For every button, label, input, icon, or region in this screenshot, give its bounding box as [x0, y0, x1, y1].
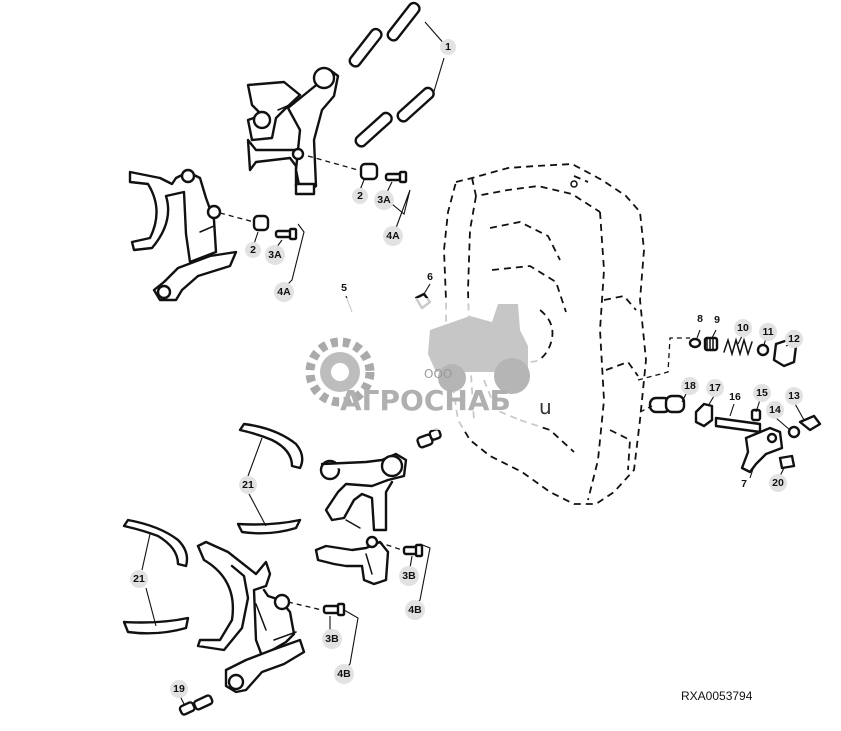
reference-code: RXA0053794	[681, 689, 753, 703]
svg-text:6: 6	[427, 271, 433, 283]
callout-16: 16	[729, 391, 741, 403]
bushing-2-upper	[359, 162, 379, 181]
shift-lever-assembly	[648, 393, 822, 479]
svg-text:12: 12	[788, 333, 800, 345]
pin-lower	[416, 428, 442, 449]
callout-12: 12	[785, 330, 803, 348]
watermark-prefix: ООО	[424, 367, 452, 381]
callout-18: 18	[681, 377, 699, 395]
callout-4a: 4A	[383, 226, 403, 246]
callout-5: 5	[341, 282, 347, 294]
svg-text:19: 19	[173, 683, 185, 695]
callout-1: 1	[440, 39, 456, 55]
bolt-3a-upper	[384, 170, 408, 184]
callout-4b: 4B	[334, 664, 354, 684]
callout-3a: 3A	[374, 190, 394, 210]
callout-2: 2	[352, 188, 368, 204]
callout-9: 9	[714, 314, 720, 326]
svg-text:4A: 4A	[277, 286, 291, 298]
bolt-3a-lower	[274, 227, 298, 241]
left-lower-shift-fork	[196, 540, 306, 694]
watermark-company-name: АГРОСНАБ	[340, 384, 511, 417]
svg-text:9: 9	[714, 314, 720, 326]
svg-text:21: 21	[242, 479, 254, 491]
right-lower-shift-fork	[314, 452, 408, 586]
agrosnab-watermark: ООО АГРОСНАБ u	[304, 298, 552, 430]
svg-text:16: 16	[729, 391, 741, 403]
svg-text:3A: 3A	[377, 194, 391, 206]
svg-text:2: 2	[250, 244, 256, 256]
callout-4b: 4B	[405, 600, 425, 620]
svg-text:10: 10	[737, 322, 749, 334]
svg-text:2: 2	[357, 190, 363, 202]
callout-2: 2	[245, 242, 261, 258]
callout-3a: 3A	[265, 245, 285, 265]
callout-11: 11	[759, 323, 777, 341]
svg-text:15: 15	[756, 387, 768, 399]
callout-3b: 3B	[399, 566, 419, 586]
svg-text:3B: 3B	[402, 570, 416, 582]
tractor-silhouette-icon	[428, 304, 530, 394]
svg-text:21: 21	[133, 573, 145, 585]
bolt-3b-upper	[402, 543, 424, 558]
svg-text:14: 14	[769, 404, 781, 416]
svg-text:4A: 4A	[386, 230, 400, 242]
svg-text:4B: 4B	[337, 668, 351, 680]
svg-text:20: 20	[772, 477, 784, 489]
wear-pad-lower	[122, 518, 190, 635]
svg-text:3B: 3B	[325, 633, 339, 645]
bushing-2-lower	[252, 214, 270, 232]
svg-text:18: 18	[684, 380, 696, 392]
watermark-suffix: u	[539, 395, 552, 419]
upper-shift-fork	[246, 66, 340, 196]
gear-logo-icon	[305, 337, 375, 407]
callout-14: 14	[766, 401, 784, 419]
callout-15: 15	[753, 384, 771, 402]
callout-19: 19	[170, 680, 188, 698]
callout-20: 20	[769, 474, 787, 492]
shift-rails	[348, 1, 447, 148]
svg-text:17: 17	[709, 382, 721, 394]
callout-17: 17	[706, 379, 724, 397]
callout-21: 21	[239, 476, 257, 494]
svg-text:7: 7	[741, 478, 747, 490]
callout-4a: 4A	[274, 282, 294, 302]
middle-shift-fork	[128, 168, 238, 302]
wear-pad-upper	[236, 422, 304, 535]
svg-text:11: 11	[762, 326, 773, 338]
callout-13: 13	[785, 387, 803, 405]
svg-text:13: 13	[788, 390, 800, 402]
callout-7: 7	[741, 478, 747, 490]
callout-10: 10	[734, 319, 752, 337]
callout-8: 8	[697, 313, 703, 325]
callout-6: 6	[427, 271, 433, 283]
bolt-3b-lower	[322, 602, 346, 617]
dowel-pins-19	[178, 694, 214, 716]
svg-text:4B: 4B	[408, 604, 422, 616]
svg-text:1: 1	[445, 41, 451, 53]
svg-text:5: 5	[341, 282, 347, 294]
svg-text:8: 8	[697, 313, 703, 325]
svg-text:3A: 3A	[268, 249, 282, 261]
callout-21: 21	[130, 570, 148, 588]
callout-3b: 3B	[322, 629, 342, 649]
